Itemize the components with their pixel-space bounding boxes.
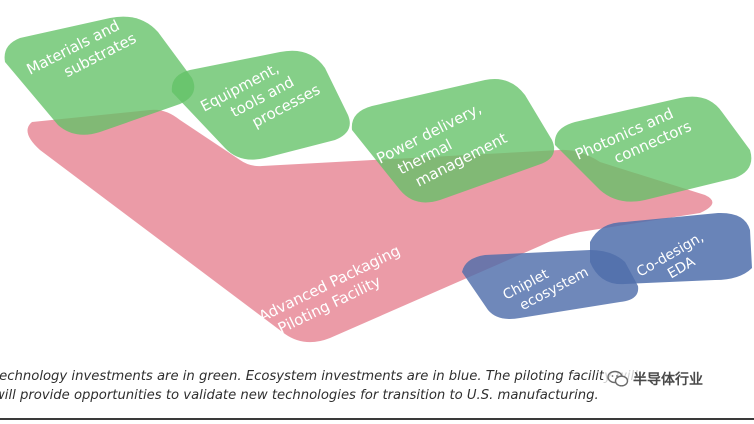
chiplet-shape [462,250,639,319]
materials-shape [4,16,195,135]
power-shape [351,79,555,203]
green-tile-equipment: Equipment, tools and processes [171,50,350,160]
photonics-shape [554,96,752,202]
blue-tile-chiplet: Chiplet ecosystem [462,250,639,319]
blue-tile-codesign: Co-design, EDA [590,212,752,285]
codesign-shape [590,212,752,285]
bottom-divider [0,418,754,420]
piloting-facility-shape [27,109,713,343]
caption-line-2: will provide opportunities to validate n… [0,388,599,403]
wechat-icon [607,370,629,387]
equipment-shape [171,50,350,160]
watermark: 半导体行业 [604,368,709,390]
caption-line-1: technology investments are in green. Eco… [0,369,638,384]
green-tile-photonics: Photonics and connectors [554,96,752,202]
green-tile-power: Power delivery, thermal management [351,79,555,203]
investment-diagram: Advanced Packaging Piloting Facility Co-… [4,16,752,343]
piloting-facility-block: Advanced Packaging Piloting Facility [27,109,713,343]
figure-caption: technology investments are in green. Eco… [0,367,754,405]
green-tile-materials: Materials and substrates [4,16,195,135]
watermark-text: 半导体行业 [633,372,703,388]
